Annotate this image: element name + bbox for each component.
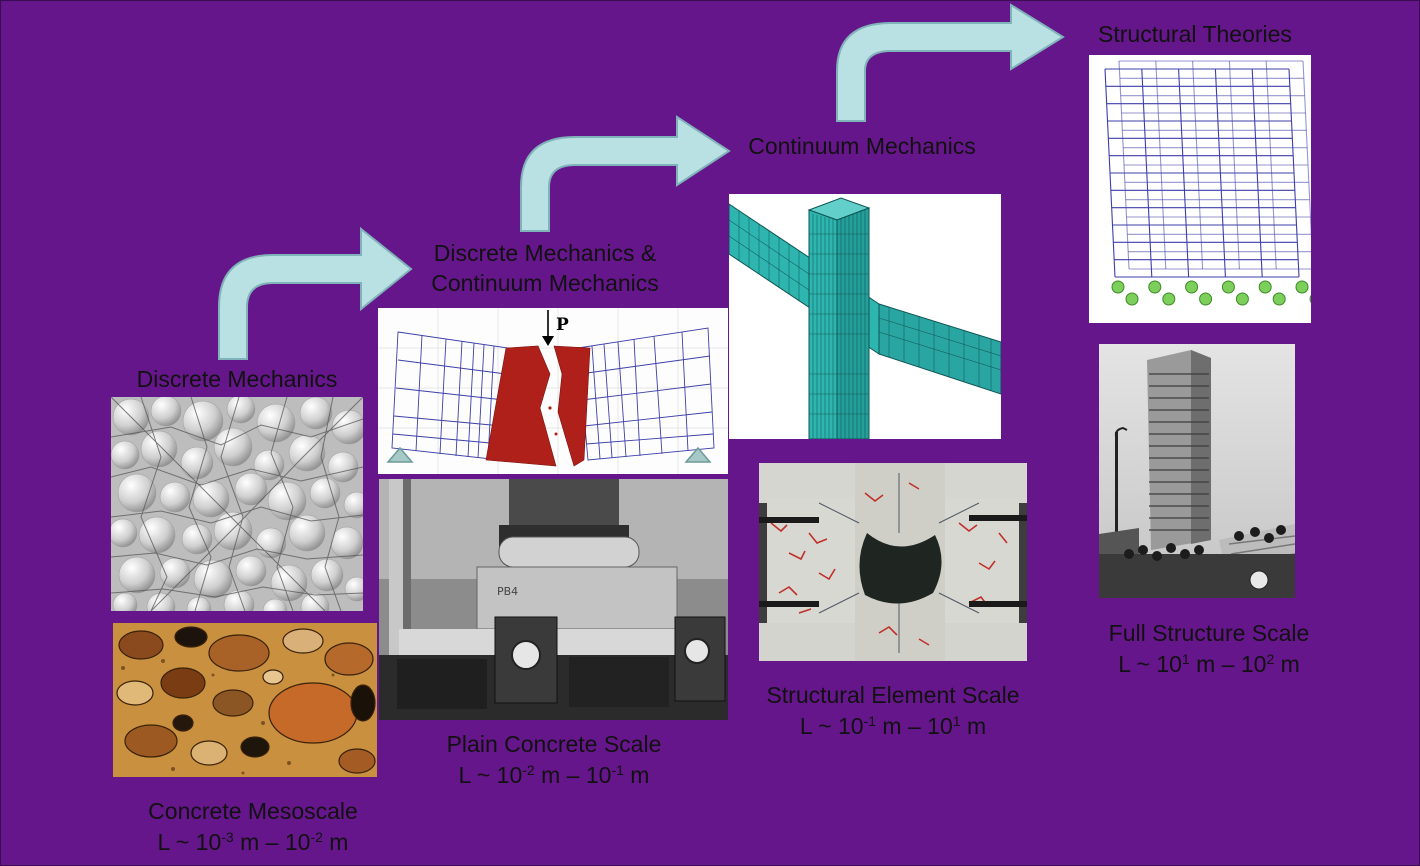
concrete-mesoscale-photo [113,623,377,777]
label-structural-theories: Structural Theories [1098,21,1292,47]
frame-support-icon [1295,280,1309,294]
label-full-structure-scale: Full Structure Scale [1108,620,1310,646]
label-discrete-mechanics: Discrete Mechanics [136,366,338,392]
range-concrete-mesoscale: L ~ 10-3 m – 10-2 m [157,829,349,855]
beam-fracture-simulation-image: P [378,308,728,474]
frame-support-icon [1185,280,1199,294]
plain-concrete-test-photo: PB4 [379,479,728,720]
frame-support-icon [1125,292,1139,306]
label-hybrid-line2: Continuum Mechanics [431,270,659,296]
load-p-label: P [556,315,569,335]
label-hybrid-line1: Discrete Mechanics & [433,240,657,266]
label-structural-element-scale: Structural Element Scale [766,682,1020,708]
frame-support-icon [1235,292,1249,306]
range-full-structure-scale: L ~ 101 m – 102 m [1118,651,1300,677]
arrow-discrete-to-hybrid [218,226,413,360]
frame-support-icon [1111,280,1125,294]
arrow-continuum-to-structural [836,3,1065,122]
label-continuum-mechanics: Continuum Mechanics [748,133,976,159]
frame-support-icon [1221,280,1235,294]
range-structural-element-scale: L ~ 10-1 m – 101 m [799,713,987,739]
frame-support-icon [1162,292,1176,306]
structural-element-test-photo [759,463,1027,661]
svg-text:PB4: PB4 [497,585,518,598]
building-frame-model-image [1089,55,1311,323]
arrow-hybrid-to-continuum [520,115,731,232]
frame-support-icon [1199,292,1213,306]
full-structure-tower-photo [1099,344,1295,598]
frame-support-icon [1258,280,1272,294]
frame-support-icon [1309,294,1311,304]
frame-support-icon [1148,280,1162,294]
beam-column-joint-mesh-image [729,194,1001,439]
label-plain-concrete-scale: Plain Concrete Scale [446,731,662,757]
discrete-particle-model-image [111,397,363,611]
range-plain-concrete-scale: L ~ 10-2 m – 10-1 m [458,762,650,788]
label-concrete-mesoscale: Concrete Mesoscale [148,798,358,824]
frame-support-icon [1272,292,1286,306]
